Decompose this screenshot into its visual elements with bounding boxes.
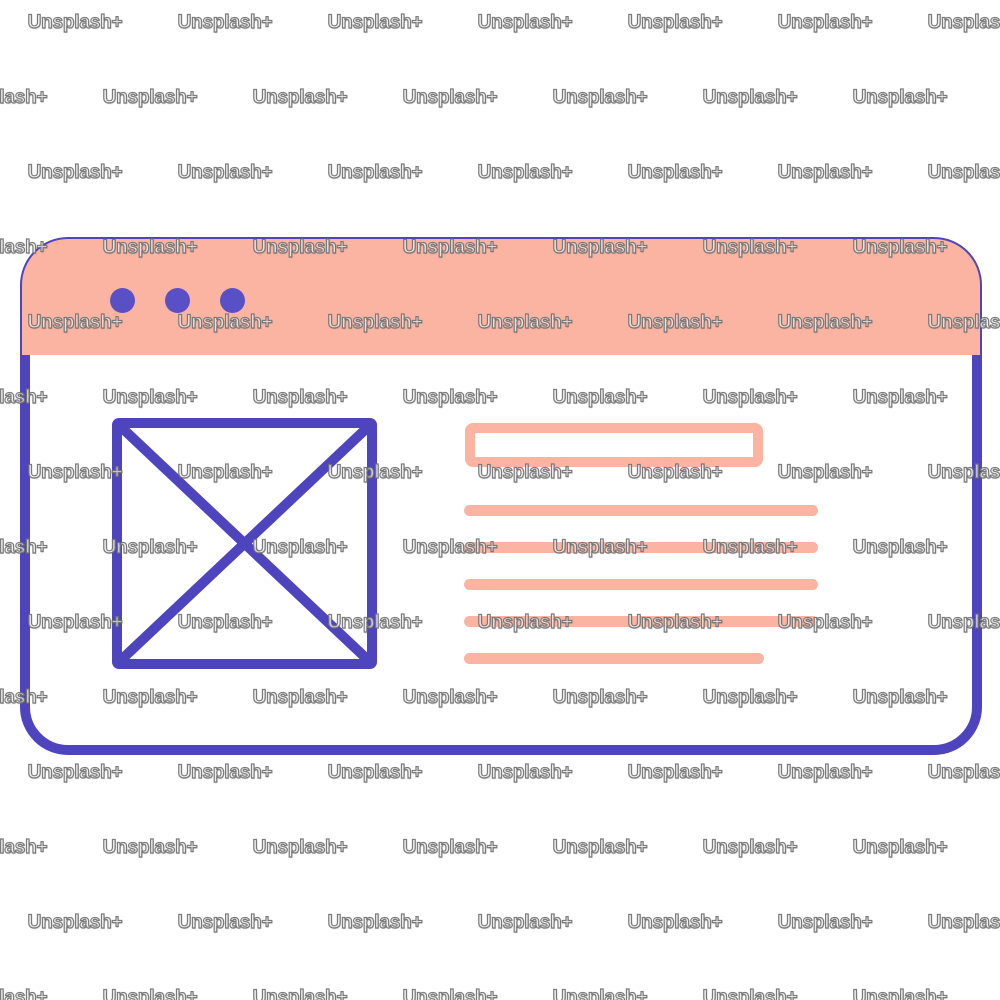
watermark-text: Unsplash+ (852, 836, 948, 858)
image-placeholder-icon (112, 418, 377, 669)
watermark-text: Unsplash+ (177, 11, 273, 33)
watermark-text: Unsplash+ (0, 836, 48, 858)
watermark-text: Unsplash+ (852, 86, 948, 108)
text-line-placeholder (464, 653, 764, 664)
watermark-text: Unsplash+ (777, 161, 873, 183)
watermark-text: Unsplash+ (777, 761, 873, 783)
watermark-text: Unsplash+ (27, 761, 123, 783)
watermark-text: Unsplash+ (327, 761, 423, 783)
watermark-text: Unsplash+ (552, 86, 648, 108)
watermark-text: Unsplash+ (102, 86, 198, 108)
window-titlebar (22, 239, 980, 355)
watermark-text: Unsplash+ (627, 911, 723, 933)
watermark-text: Unsplash+ (477, 11, 573, 33)
heading-placeholder-box (465, 423, 763, 467)
watermark-text: Unsplash+ (0, 86, 48, 108)
watermark-text: Unsplash+ (102, 836, 198, 858)
watermark-text: Unsplash+ (477, 161, 573, 183)
watermark-text: Unsplash+ (852, 986, 948, 1000)
text-line-placeholder (464, 579, 818, 590)
watermark-text: Unsplash+ (177, 911, 273, 933)
watermark-text: Unsplash+ (327, 161, 423, 183)
watermark-text: Unsplash+ (477, 761, 573, 783)
watermark-text: Unsplash+ (477, 911, 573, 933)
watermark-text: Unsplash+ (27, 911, 123, 933)
watermark-text: Unsplash+ (402, 836, 498, 858)
text-line-placeholder (464, 616, 818, 627)
watermark-text: Unsplash+ (627, 11, 723, 33)
window-control-dot-icon (165, 288, 190, 313)
watermark-text: Unsplash+ (402, 86, 498, 108)
watermark-text: Unsplash+ (0, 986, 48, 1000)
watermark-text: Unsplash+ (252, 836, 348, 858)
watermark-text: Unsplash+ (27, 11, 123, 33)
watermark-text: Unsplash+ (702, 836, 798, 858)
text-line-placeholder (464, 505, 818, 516)
watermark-text: Unsplash+ (402, 986, 498, 1000)
watermark-text: Unsplash+ (327, 11, 423, 33)
watermark-text: Unsplash+ (927, 11, 1000, 33)
window-control-dot-icon (220, 288, 245, 313)
watermark-text: Unsplash+ (252, 86, 348, 108)
watermark-text: Unsplash+ (252, 986, 348, 1000)
watermark-text: Unsplash+ (102, 986, 198, 1000)
watermark-text: Unsplash+ (552, 986, 648, 1000)
watermark-text: Unsplash+ (927, 761, 1000, 783)
watermark-text: Unsplash+ (177, 161, 273, 183)
watermark-text: Unsplash+ (27, 161, 123, 183)
watermark-text: Unsplash+ (627, 161, 723, 183)
watermark-text: Unsplash+ (702, 986, 798, 1000)
window-control-dot-icon (110, 288, 135, 313)
watermark-text: Unsplash+ (927, 161, 1000, 183)
watermark-text: Unsplash+ (702, 86, 798, 108)
watermark-text: Unsplash+ (777, 911, 873, 933)
watermark-text: Unsplash+ (327, 911, 423, 933)
watermark-text: Unsplash+ (552, 836, 648, 858)
watermark-text: Unsplash+ (927, 911, 1000, 933)
watermark-text: Unsplash+ (777, 11, 873, 33)
watermark-text: Unsplash+ (627, 761, 723, 783)
text-line-placeholder (464, 542, 818, 553)
watermark-text: Unsplash+ (177, 761, 273, 783)
